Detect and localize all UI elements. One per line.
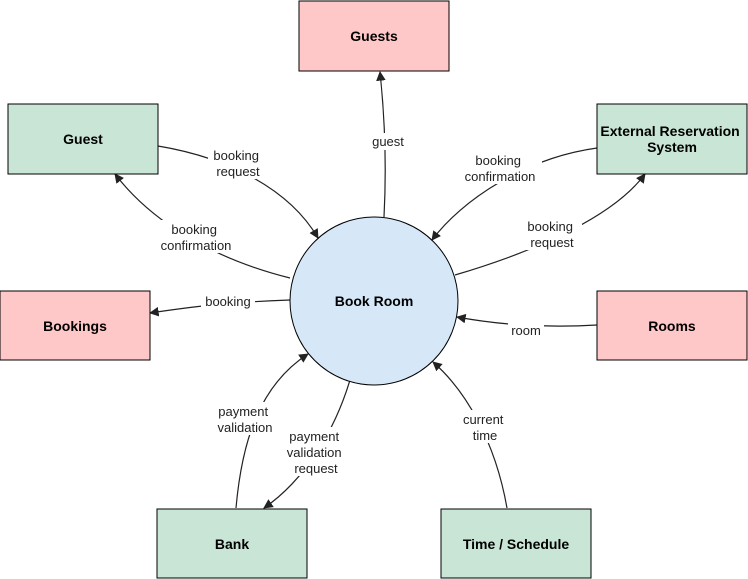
rooms-box — [596, 290, 748, 361]
edge-label-line: request — [294, 461, 338, 476]
node-label-line: External Reservation — [600, 123, 739, 139]
bank-label: Bank — [215, 536, 249, 552]
edge-label-line: payment — [289, 429, 339, 444]
node-rooms[interactable]: Rooms — [596, 290, 748, 361]
edge-label-guest: guest — [372, 134, 404, 149]
time-schedule-label: Time / Schedule — [463, 536, 570, 552]
node-time-schedule[interactable]: Time / Schedule — [440, 508, 592, 579]
edge-label-line: payment — [218, 404, 268, 419]
guest-box — [7, 103, 159, 175]
edge-label-external-booking-confirmation: booking confirmation — [465, 153, 536, 184]
edge-label-payment-validation-request: payment validation request — [287, 429, 346, 476]
rooms-label: Rooms — [648, 318, 696, 334]
edge-label-line: validation — [218, 420, 273, 435]
edge-label-line: booking — [171, 222, 217, 237]
bookings-box — [0, 290, 151, 361]
edge-label-room: room — [511, 323, 541, 338]
node-book-room-process[interactable]: Book Room — [289, 216, 459, 386]
edge-label-guest-booking-confirmation: booking confirmation — [161, 222, 232, 253]
edge-label-line: validation — [287, 445, 342, 460]
external-reservation-box — [596, 103, 748, 175]
guests-box — [298, 0, 450, 72]
edge-label-line: booking — [213, 148, 259, 163]
guests-label: Guests — [350, 28, 398, 44]
edge-label-guest-booking-request: booking request — [213, 148, 262, 179]
edge-label-line: request — [216, 164, 260, 179]
edge-label-booking: booking — [205, 294, 251, 309]
edge-label-external-booking-request: booking request — [527, 219, 576, 250]
edge-label-line: current — [463, 412, 504, 427]
edge-label-line: booking — [527, 219, 573, 234]
book-room-circle — [289, 216, 459, 386]
external-reservation-label: External Reservation System — [600, 123, 743, 155]
bank-box — [156, 508, 308, 579]
edge-label-payment-validation: payment validation — [218, 404, 273, 435]
edge-label-line: booking — [475, 153, 521, 168]
edge-label-current-time: current time — [463, 412, 507, 443]
book-room-label: Book Room — [335, 293, 414, 309]
edge-label-line: confirmation — [465, 169, 536, 184]
edge-label-line: confirmation — [161, 238, 232, 253]
bookings-label: Bookings — [43, 318, 107, 334]
edge-labels: guest booking request booking confirmati… — [155, 133, 582, 476]
node-bookings[interactable]: Bookings — [0, 290, 151, 361]
time-schedule-box — [440, 508, 592, 579]
guest-label: Guest — [63, 131, 103, 147]
node-guest[interactable]: Guest — [7, 103, 159, 175]
edge-label-line: time — [473, 428, 498, 443]
node-bank[interactable]: Bank — [156, 508, 308, 579]
node-guests[interactable]: Guests — [298, 0, 450, 72]
edge-label-line: request — [530, 235, 574, 250]
node-label-line: System — [647, 139, 697, 155]
node-external-reservation-system[interactable]: External Reservation System — [596, 103, 748, 175]
